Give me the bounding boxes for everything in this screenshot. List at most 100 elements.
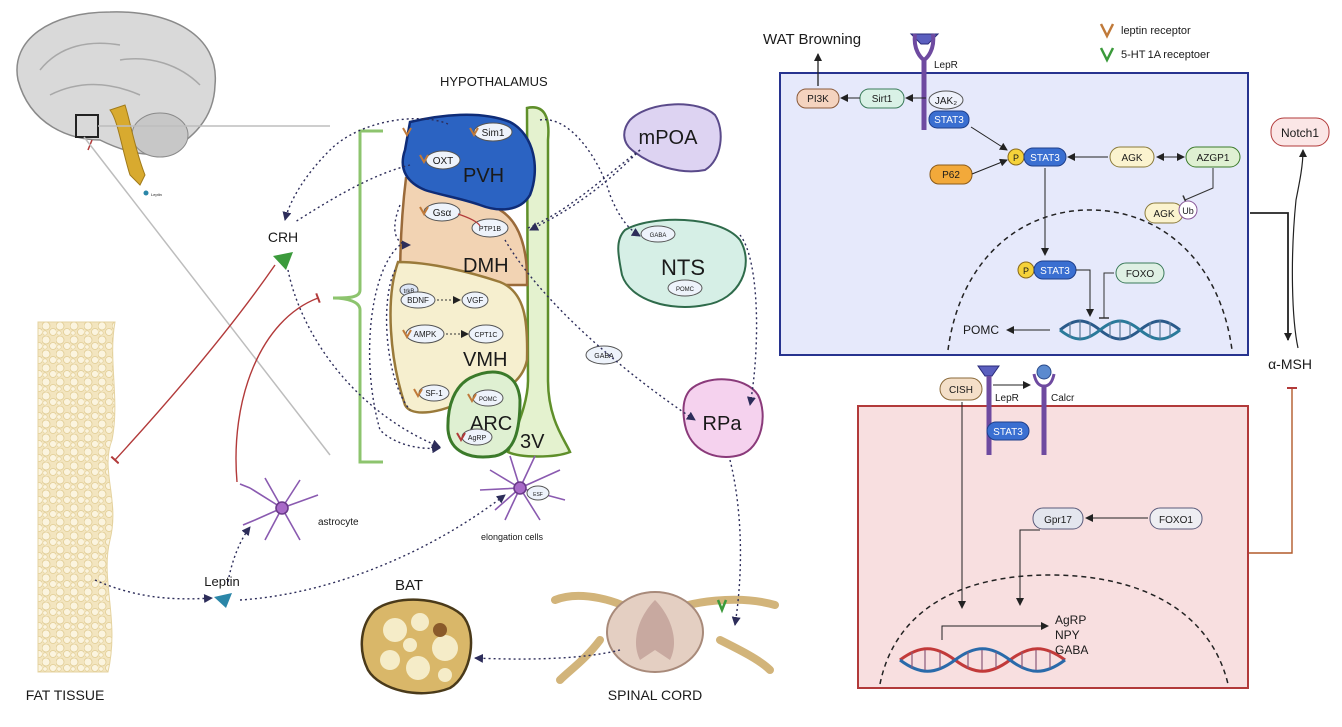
red-lepr-label: LepR [995,393,1019,404]
crh-icon [273,252,293,270]
esf-node [526,485,550,501]
jak2-node [928,90,964,110]
cpt1c-node [468,324,504,344]
ub-label: Ub [1182,206,1194,216]
vgf-node [461,291,489,309]
stat3-phos-node [1023,147,1067,167]
ampk-label: AMPK [414,330,437,339]
red-dna-helix [899,647,1066,673]
npy-label: NPY [1055,628,1082,642]
crh-fat-inhibition [110,264,276,465]
blue-lepr-label: LepR [934,60,958,71]
sim1-label: Sim1 [482,128,505,139]
gpr17-label: Gpr17 [1044,515,1072,526]
panel-to-amsh-link [1250,212,1292,341]
gaba-mid-node [585,345,623,365]
nts-pomc-label: POMC [676,287,695,293]
bat-label: BAT [395,577,423,594]
amsh-to-notch1-link [1291,149,1307,349]
astrocyte-cell [239,477,319,541]
foxo-label: FOXO [1126,269,1155,280]
calcr-label: Calcr [1051,393,1075,404]
sf1-label: SF-1 [425,389,443,398]
p-phospho-label: P [1013,153,1019,163]
p-nuc-label: P [1023,266,1029,276]
elongation-cells-label: elongation cells [481,532,544,542]
legend-leptin-receptor: leptin receptor [1121,25,1191,37]
receptor-stat3-label: STAT3 [934,115,964,126]
sirt1-label: Sirt1 [872,94,893,105]
gpr17-node [1032,507,1084,530]
bat-illustration [360,598,473,695]
leptin-receptor-legend-icon [1099,23,1115,39]
gaba-mid-label: GABA [594,353,614,360]
blue-pomc-label: POMC [963,323,999,337]
stat3-nuc-label: STAT3 [1040,266,1070,277]
agrp-signaling-panel [857,405,1249,689]
fat-tissue [37,321,116,673]
fat-tissue-label: FAT TISSUE [26,687,105,703]
legend-ht-receptor: 5-HT 1A receptoer [1121,49,1210,61]
red-stat3-node [986,421,1030,441]
azgp1-label: AZGP1 [1197,153,1230,164]
red-panel-amsh-inhibition [1248,387,1297,554]
oxt-label: OXT [433,156,454,167]
brain-illustration: Leptin [16,11,331,456]
leptin-label: Leptin [204,574,239,589]
agk-label: AGK [1121,153,1142,164]
pvh-label: PVH [463,165,504,187]
crh-label: CRH [268,229,298,245]
gsa-label: Gsα [433,208,452,219]
hypothalamus-title: HYPOTHALAMUS [440,74,548,89]
red-gaba-label: GABA [1055,643,1088,657]
stat3-phos-label: STAT3 [1030,153,1060,164]
leptin-icon [214,593,232,608]
spinal-cord-illustration [551,591,779,684]
foxo1-node [1149,507,1203,530]
mpoa-region [623,103,722,173]
nts-pomc-node [667,279,703,297]
elongation-cell [479,455,566,521]
nts-gaba-node [640,225,676,243]
brain-leptin-label: Leptin [151,192,162,197]
vmh-label: VMH [463,349,507,371]
bdnf-label: BDNF [407,296,429,305]
arc-agrp-label: AgRP [468,435,487,442]
blue-dna-helix [1059,319,1181,341]
nts-gaba-label: GABA [650,233,667,239]
third-ventricle-label: 3V [520,431,545,453]
astrocyte-label: astrocyte [318,517,359,528]
ht-receptor-legend-icon [1099,47,1115,63]
notch1-node [1270,117,1330,147]
vgf-label: VGF [467,296,484,305]
red-stat3-label: STAT3 [993,427,1023,438]
ptp1b-label: PTP1B [479,226,502,233]
jak2-label: JAK₂ [935,96,957,107]
sim1-node [473,122,513,142]
agrp-label: AgRP [1055,613,1089,627]
receptor-stat3-node [928,110,970,129]
agk-ub-label: AGK [1153,209,1174,220]
pi3k-node [796,88,840,109]
spinal-cord-label: SPINAL CORD [608,687,702,703]
trkb-label: trkB [404,289,415,295]
hypothalamus-bracket [332,129,383,464]
dotted-pathways [94,118,758,663]
bdnf-node [400,291,436,309]
pi3k-label: PI3K [807,94,829,105]
foxo1-label: FOXO1 [1159,515,1193,526]
ptp1b-node [471,218,509,238]
azgp1-node [1185,146,1241,168]
legend: leptin receptor 5-HT 1A receptoer [1099,23,1210,63]
blue-nucleus-envelope [947,209,1233,351]
rpa-label: RPa [703,413,743,435]
cish-label: CISH [949,385,973,396]
hypothalamus-nodes: Sim1 OXT Gsα PTP1B trkB BDNF VGF AMPK CP… [399,122,513,446]
nts-label: NTS [661,255,705,280]
cish-node [939,377,983,401]
foxo-node [1115,262,1165,284]
p62-label: P62 [942,170,960,181]
agk-node [1109,146,1155,168]
esf-label: ESF [533,492,543,498]
